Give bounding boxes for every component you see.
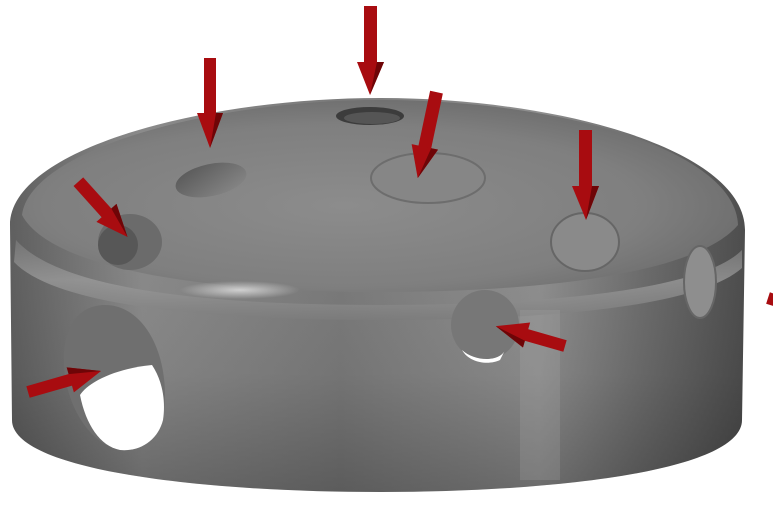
hole-right-edge: [684, 246, 716, 318]
arrow-1: [357, 6, 384, 95]
surface-highlight: [180, 281, 300, 299]
arrow-6: [764, 286, 773, 334]
hole-top-right: [551, 213, 619, 271]
